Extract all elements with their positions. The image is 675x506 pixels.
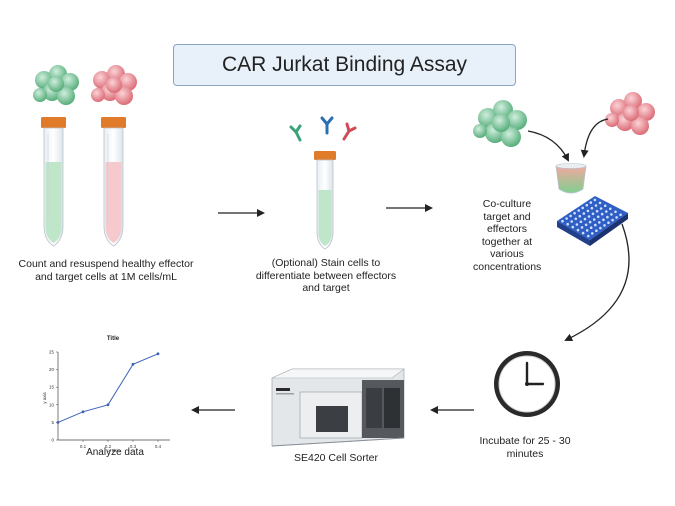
y-tick-label: 5 [51,420,54,425]
mixing-cup-icon [555,163,587,194]
effector-cell-cluster-2 [473,100,527,147]
x-tick-label: 0.4 [155,444,162,449]
series-line [57,353,159,423]
y-axis-label: y axis [42,392,47,404]
effector-tube [41,117,66,247]
effector-cell-cluster-1 [33,65,79,105]
x-axis-label: x axis [108,448,120,453]
arrow-step3 [564,223,630,342]
data-point [106,403,110,407]
cell-sorter-icon [271,368,405,447]
arrow-effectors-to-cup [527,130,569,162]
analysis-line-chart: Title 0 5 10 15 20 25 0.1 0.2 0.3 0.4 y axis x a… [42,336,170,453]
diagram-title-text: CAR Jurkat Binding Assay [221,53,468,76]
antibodies-icon [289,116,357,142]
x-tick-label: 0.1 [80,444,87,449]
x-tick-label: 0.2 [105,444,112,449]
caption-stain: (Optional) Stain cells to differentiate … [255,257,397,294]
arrow-targets-to-cup [580,118,609,158]
chart-title: Title [107,336,120,342]
caption-incubate: Incubate for 25 - 30 minutes [479,435,571,460]
stain-tube [314,151,336,250]
clock-icon [494,351,560,417]
caption-sorter: SE420 Cell Sorter [293,452,379,464]
y-tick-label: 0 [51,438,54,443]
well-plate-icon [557,196,628,246]
target-tube [101,117,126,247]
data-point [56,421,60,424]
target-cell-cluster-1 [91,65,137,105]
y-tick-label: 10 [49,402,55,407]
y-tick-label: 25 [49,350,55,355]
y-tick-label: 20 [49,367,55,372]
caption-count: Count and resuspend healthy effector and… [18,258,194,283]
x-tick-label: 0.3 [130,444,137,449]
diagram-title: CAR Jurkat Binding Assay [173,44,516,86]
data-point [131,362,135,366]
target-cell-cluster-2 [605,92,655,135]
data-point [81,410,85,414]
caption-coculture: Co-culture target and effectors together… [473,198,542,273]
caption-analyze: Analyze data [86,447,144,458]
y-tick-label: 15 [49,385,55,390]
data-point [156,352,160,356]
